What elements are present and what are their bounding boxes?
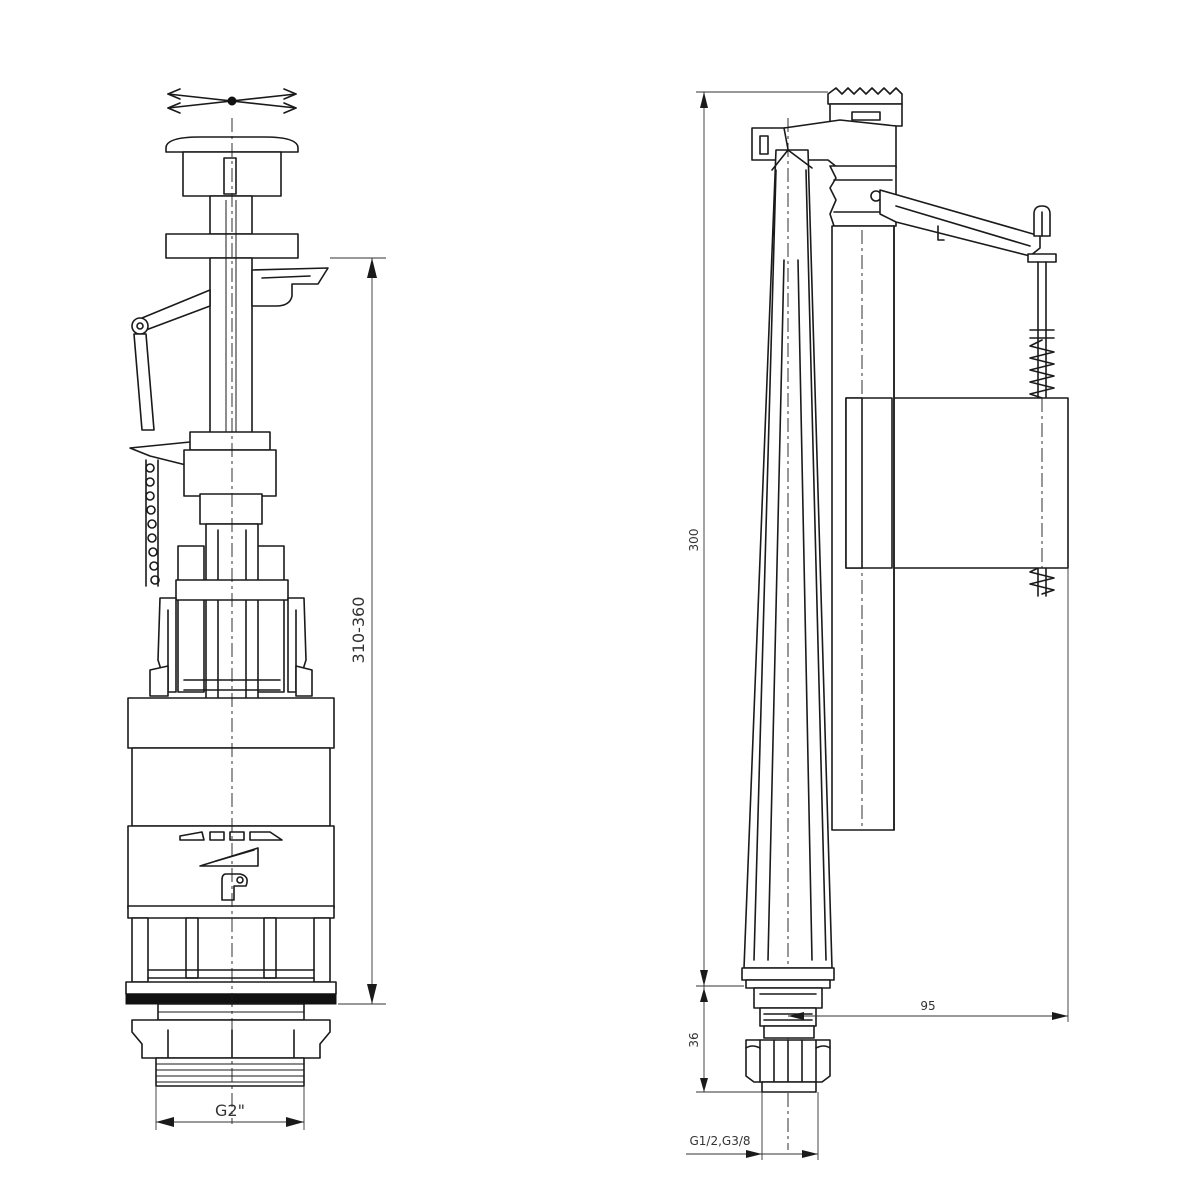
valve-cage bbox=[125, 905, 337, 1005]
knurled-nut bbox=[745, 1039, 831, 1093]
dimension-label-36: 36 bbox=[687, 1032, 701, 1047]
dimension-310-360 bbox=[330, 257, 386, 1005]
flush-valve-drawing: 310-360 G2" bbox=[125, 88, 386, 1130]
threaded-nut bbox=[131, 1003, 331, 1087]
dimension-300 bbox=[696, 91, 828, 1092]
valve-mid-body bbox=[149, 431, 313, 711]
rotation-arrows-icon bbox=[167, 88, 297, 114]
dimension-g2 bbox=[155, 1086, 305, 1130]
fill-valve-drawing: 300 36 95 G1/2,G3/8 bbox=[686, 87, 1069, 1160]
float-rail bbox=[831, 225, 895, 831]
dimension-label-g2: G2" bbox=[215, 1101, 245, 1120]
dimension-thread bbox=[686, 1092, 819, 1160]
dimension-95 bbox=[788, 568, 1069, 1022]
dimension-label-thread: G1/2,G3/8 bbox=[689, 1134, 750, 1148]
dimension-label-300: 300 bbox=[687, 529, 701, 552]
dimension-label-95: 95 bbox=[920, 999, 935, 1013]
upper-lever bbox=[251, 267, 329, 307]
float-arm bbox=[879, 189, 1057, 263]
dimension-36 bbox=[696, 988, 762, 1093]
dimension-label-310-360: 310-360 bbox=[349, 597, 368, 664]
lift-arm bbox=[131, 289, 211, 431]
valve-housing bbox=[127, 697, 335, 909]
base-fitting bbox=[741, 967, 835, 1039]
